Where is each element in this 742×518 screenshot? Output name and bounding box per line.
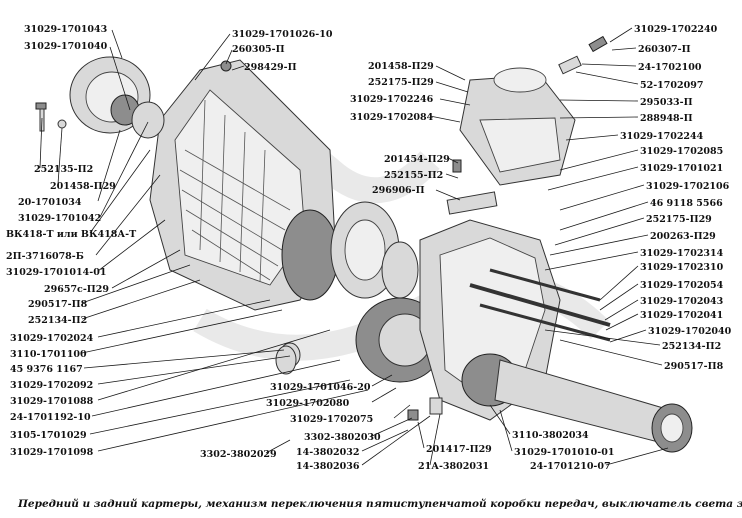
- label: 3110-1701100: [10, 349, 87, 360]
- label: 31029-1702041: [640, 310, 723, 321]
- label: 252134-П2: [28, 315, 87, 326]
- label: 31029-1702246: [350, 94, 434, 105]
- callout-labels: 31029-1701043 31029-1701040 252135-П2 20…: [6, 24, 732, 472]
- figure-caption: Передний и задний картеры, механизм пере…: [17, 497, 742, 510]
- shift-cover: [459, 67, 576, 186]
- bearing-cover: [69, 56, 165, 139]
- label: 31029-1702084: [350, 112, 434, 123]
- label: 31029-1701088: [10, 396, 94, 407]
- label: 46 9118 5566: [650, 198, 723, 209]
- label: 45 9376 1167: [10, 364, 83, 375]
- label: 31029-1702106: [646, 181, 730, 192]
- label: 200263-П29: [650, 231, 716, 242]
- tail-shaft: [494, 359, 693, 453]
- label: 2П-3716078-Б: [6, 251, 84, 262]
- label: 31029-1702240: [634, 24, 718, 35]
- shift-rods: [469, 268, 611, 342]
- label: 290517-П8: [28, 299, 88, 310]
- label: 31029-1702040: [648, 326, 732, 337]
- label: 31029-1701040: [24, 41, 108, 52]
- bolt: [35, 102, 67, 132]
- label: 31029-1702075: [290, 414, 373, 425]
- label: 252135-П2: [34, 164, 93, 175]
- label: 14-3802036: [296, 461, 360, 472]
- label: 31029-1702314: [640, 248, 724, 259]
- label: 252155-П2: [384, 170, 443, 181]
- label: 288948-П: [640, 113, 693, 124]
- label: 201458-П29: [368, 61, 434, 72]
- label: 31029-1701014-01: [6, 267, 106, 278]
- label: 252175-П29: [646, 214, 712, 225]
- label: 20-1701034: [18, 197, 82, 208]
- label: 31029-1701043: [24, 24, 107, 35]
- label: 31029-1702092: [10, 380, 93, 391]
- label: 31029-1701026-10: [232, 29, 333, 40]
- label: 252134-П2: [662, 341, 721, 352]
- label: 201458-П29: [50, 181, 116, 192]
- label: 31029-1702043: [640, 296, 723, 307]
- label: 21А-3802031: [418, 461, 489, 472]
- leader-lines: [39, 27, 669, 466]
- label: 52-1702097: [640, 80, 703, 91]
- label: 31029-1702244: [620, 131, 704, 142]
- label: 201417-П29: [426, 444, 492, 455]
- label: 31029-1702054: [640, 280, 724, 291]
- label: 290517-П8: [664, 361, 724, 372]
- label: 295033-П: [640, 97, 693, 108]
- label: 31029-1702024: [10, 333, 94, 344]
- label: 260305-П: [232, 44, 285, 55]
- label: 201454-П29: [384, 154, 450, 165]
- label: 31029-1701046-20: [270, 382, 371, 393]
- label: 3110-3802034: [512, 430, 589, 441]
- label: 3105-1701029: [10, 430, 87, 441]
- label: 14-3802032: [296, 447, 359, 458]
- label: 296906-П: [372, 185, 425, 196]
- label: 24-1702100: [638, 62, 702, 73]
- label: 31029-1702310: [640, 262, 724, 273]
- label: 260307-П: [638, 44, 691, 55]
- label: ВК418-Т или ВК418А-Т: [6, 229, 136, 240]
- label: 31029-1701098: [10, 447, 94, 458]
- label: 3302-3802029: [200, 449, 277, 460]
- label: 31029-1701021: [640, 163, 723, 174]
- label: 24-1701192-10: [10, 412, 91, 423]
- small-parts: [275, 35, 608, 421]
- label: 3302-3802030: [304, 432, 381, 443]
- label: 298429-П: [244, 62, 297, 73]
- label: 31029-1701042: [18, 213, 101, 224]
- label: 24-1701210-07: [530, 461, 611, 472]
- label: 29657с-П29: [44, 284, 109, 295]
- label: 31029-1702085: [640, 146, 723, 157]
- label: 252175-П29: [368, 77, 434, 88]
- label: 31029-1701010-01: [514, 447, 614, 458]
